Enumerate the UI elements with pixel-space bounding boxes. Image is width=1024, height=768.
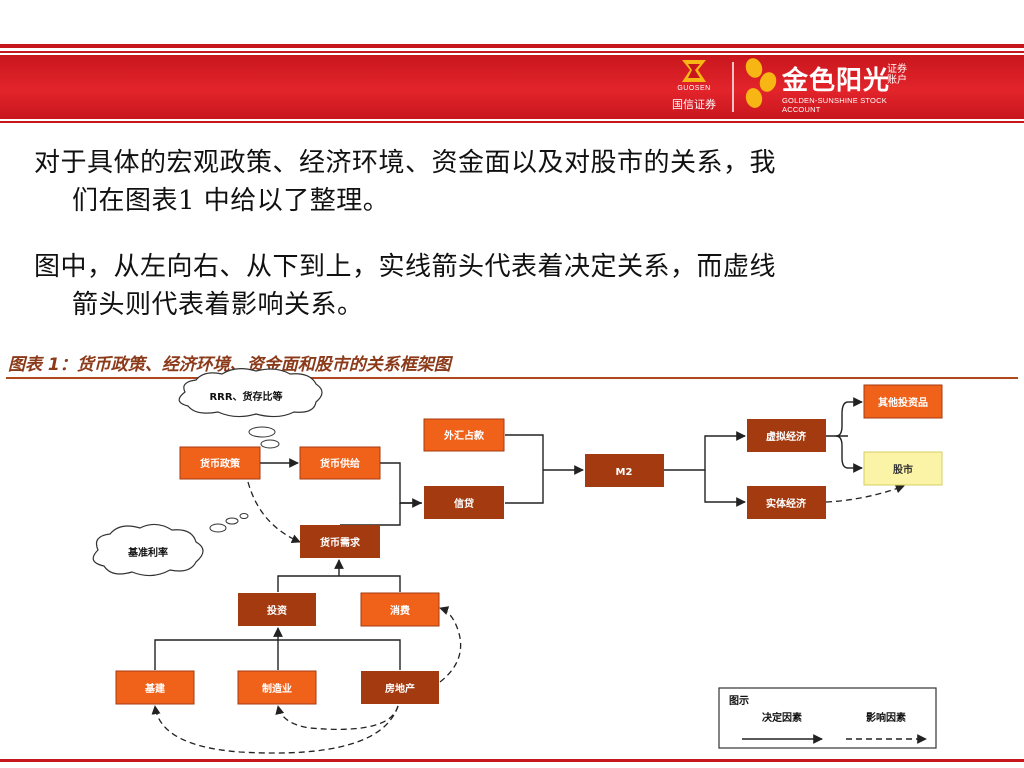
- node-fx-reserve-label: 外汇占款: [443, 429, 485, 442]
- cloud-rrr-label: RRR、货存比等: [209, 390, 282, 403]
- bubble-rate-3: [239, 513, 249, 519]
- node-money-demand-label: 货币需求: [320, 536, 361, 549]
- paragraph-1-line-2: 们在图表1 中给以了整理。: [72, 186, 390, 216]
- golden-sunshine-side-text: 证券账户: [887, 64, 907, 86]
- header-top-line: [0, 44, 1024, 48]
- guosen-english-name: GUOSEN: [677, 85, 711, 92]
- paragraph-2-line-2: 箭头则代表着影响关系。: [72, 290, 364, 320]
- node-credit-label: 信贷: [454, 497, 474, 510]
- legend-influence-label: 影响因素: [866, 711, 906, 724]
- node-investment-label: 投资: [267, 604, 287, 617]
- node-infrastructure-label: 基建: [144, 682, 166, 695]
- node-real-estate: 房地产: [361, 671, 439, 704]
- header-bottom-line: [0, 121, 1024, 123]
- node-manufacturing-label: 制造业: [262, 682, 292, 695]
- node-money-demand: 货币需求: [300, 525, 380, 558]
- node-monetary-policy-label: 货币政策: [200, 457, 241, 470]
- node-virtual-economy-label: 虚拟经济: [766, 430, 807, 443]
- node-real-economy: 实体经济: [747, 486, 826, 519]
- node-infrastructure: 基建: [115, 670, 195, 705]
- cloud-rate-label: 基准利率: [127, 546, 168, 559]
- paragraph-2: 图中，从左向右、从下到上，实线箭头代表着决定关系，而虚线 箭头则代表着影响关系。: [34, 248, 994, 324]
- node-investment: 投资: [238, 593, 316, 626]
- node-real-estate-label: 房地产: [385, 682, 415, 695]
- node-money-supply: 货币供给: [299, 446, 381, 480]
- node-real-economy-label: 实体经济: [766, 497, 807, 510]
- bubble-rate-1: [209, 523, 227, 533]
- node-stock-market-label: 股市: [893, 463, 913, 476]
- legend-title: 图示: [729, 695, 749, 707]
- legend: 图示 决定因素 影响因素: [718, 687, 937, 749]
- node-virtual-economy: 虚拟经济: [747, 419, 826, 452]
- node-fx-reserve: 外汇占款: [423, 418, 505, 452]
- node-m2: M2: [585, 454, 664, 487]
- header-band: [0, 55, 1024, 119]
- bubble-rrr-1: [248, 426, 276, 438]
- node-consumption: 消费: [360, 592, 440, 627]
- influence-connectors: [151, 481, 905, 754]
- cloud-rrr: RRR、货存比等: [178, 368, 323, 418]
- bubble-rrr-2: [260, 439, 280, 449]
- node-manufacturing: 制造业: [237, 670, 317, 705]
- cloud-rate: 基准利率: [92, 523, 204, 577]
- node-stock-market: 股市: [863, 451, 943, 486]
- figure-title: 图表 1：货币政策、经济环境、资金面和股市的关系框架图: [8, 355, 451, 375]
- legend-decisive-label: 决定因素: [762, 711, 802, 724]
- paragraph-1-line-1: 对于具体的宏观政策、经济环境、资金面以及对股市的关系，我: [34, 148, 777, 178]
- golden-sunshine-chinese-name: 金色阳光: [782, 66, 891, 96]
- guosen-logo: GUOSEN 国信证券: [664, 58, 724, 114]
- sunshine-mark-icon: [745, 58, 777, 108]
- node-consumption-label: 消费: [390, 604, 410, 617]
- header-top-line-thin: [0, 51, 1024, 53]
- node-monetary-policy: 货币政策: [179, 446, 261, 480]
- node-m2-label: M2: [616, 467, 633, 478]
- figure-title-rule: [6, 377, 1018, 379]
- node-credit: 信贷: [424, 486, 504, 519]
- golden-sunshine-logo: 金色阳光 证券账户 GOLDEN-SUNSHINE STOCK ACCOUNT: [740, 56, 920, 116]
- node-money-supply-label: 货币供给: [320, 457, 360, 470]
- golden-sunshine-english-name: GOLDEN-SUNSHINE STOCK ACCOUNT: [782, 96, 887, 114]
- bubble-rate-2: [225, 517, 239, 525]
- node-other-investment-label: 其他投资品: [878, 396, 928, 409]
- paragraph-1: 对于具体的宏观政策、经济环境、资金面以及对股市的关系，我 们在图表1 中给以了整…: [34, 144, 994, 220]
- decisive-connectors: [154, 397, 863, 670]
- node-other-investment: 其他投资品: [863, 384, 943, 419]
- logo-divider: [732, 62, 734, 112]
- guosen-mark-icon: [682, 60, 706, 82]
- footer-rule: [0, 759, 1024, 762]
- paragraph-2-line-1: 图中，从左向右、从下到上，实线箭头代表着决定关系，而虚线: [34, 252, 777, 282]
- guosen-chinese-name: 国信证券: [672, 98, 716, 111]
